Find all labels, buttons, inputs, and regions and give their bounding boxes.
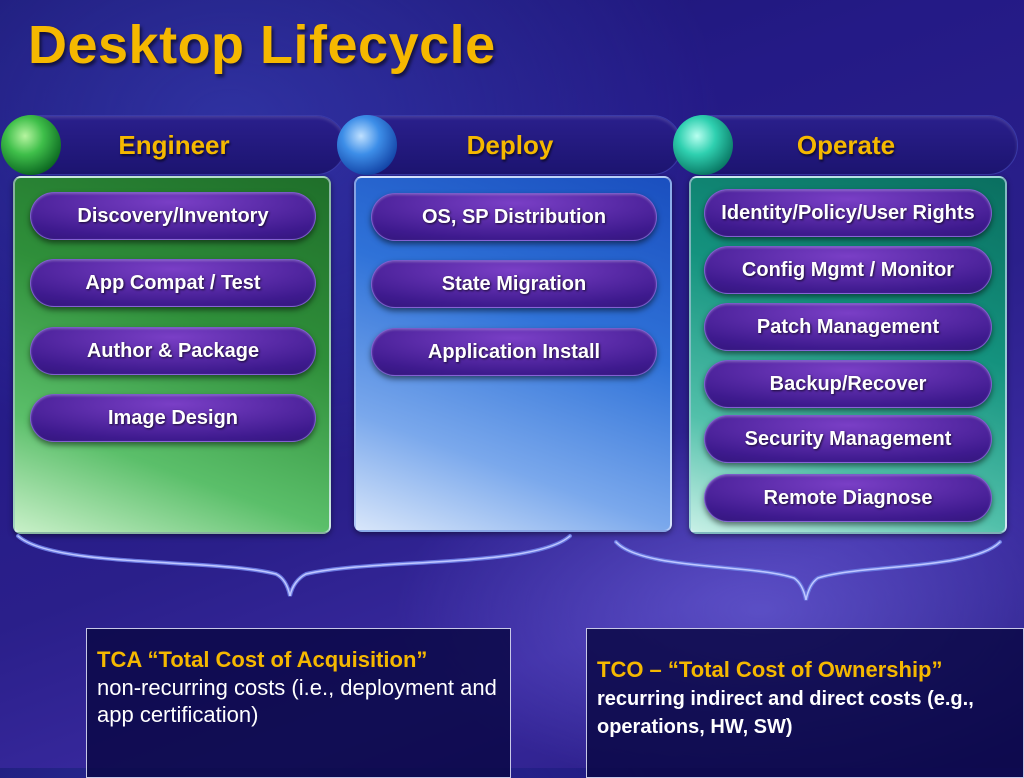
pill-remote-diagnose[interactable]: Remote Diagnose	[704, 474, 992, 522]
pill-application-install[interactable]: Application Install	[371, 328, 657, 376]
pill-state-migration[interactable]: State Migration	[371, 260, 657, 308]
green-orb-icon	[1, 115, 61, 175]
pill-discovery-inventory[interactable]: Discovery/Inventory	[30, 192, 316, 240]
pill-backup-recover[interactable]: Backup/Recover	[704, 360, 992, 408]
blue-orb-icon	[337, 115, 397, 175]
pill-patch-management[interactable]: Patch Management	[704, 303, 992, 351]
left-brace	[16, 534, 572, 597]
header-label: Deploy	[466, 130, 554, 160]
tca-description: non-recurring costs (i.e., deployment an…	[97, 675, 497, 727]
header-operate: Operate	[673, 115, 1018, 175]
tco-description: recurring indirect and direct costs (e.g…	[597, 688, 974, 738]
pill-identity-policy-user-rights[interactable]: Identity/Policy/User Rights	[704, 189, 992, 237]
teal-orb-icon	[673, 115, 733, 175]
header-label: Engineer	[118, 130, 230, 160]
pill-config-mgmt-monitor[interactable]: Config Mgmt / Monitor	[704, 246, 992, 294]
tco-title: TCO – “Total Cost of Ownership”	[597, 657, 943, 682]
page-title: Desktop Lifecycle	[28, 15, 496, 75]
header-deploy: Deploy	[337, 115, 682, 175]
pill-author-package[interactable]: Author & Package	[30, 327, 316, 375]
pill-app-compat-test[interactable]: App Compat / Test	[30, 259, 316, 307]
right-brace	[614, 540, 1002, 601]
pill-image-design[interactable]: Image Design	[30, 394, 316, 442]
header-engineer: Engineer	[1, 115, 346, 175]
tca-box: TCA “Total Cost of Acquisition” non-recu…	[86, 628, 511, 778]
tca-title: TCA “Total Cost of Acquisition”	[97, 647, 428, 672]
tco-box: TCO – “Total Cost of Ownership” recurrin…	[586, 628, 1024, 778]
header-label: Operate	[796, 130, 896, 160]
pill-security-management[interactable]: Security Management	[704, 415, 992, 463]
pill-os-sp-distribution[interactable]: OS, SP Distribution	[371, 193, 657, 241]
